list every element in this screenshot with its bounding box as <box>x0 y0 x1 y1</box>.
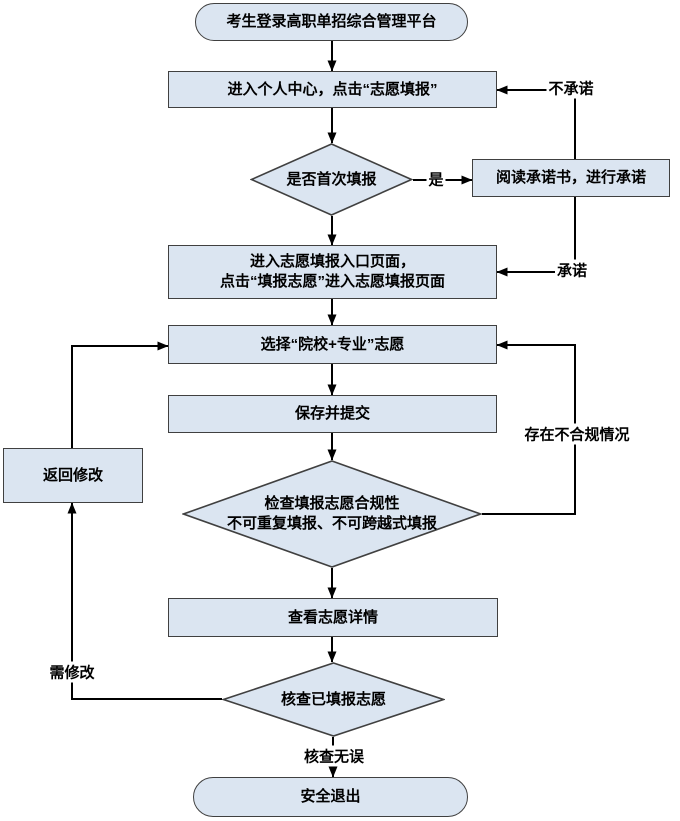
edge-label-yes: 是 <box>426 168 446 190</box>
node-entry-page: 进入志愿填报入口页面， 点击“填报志愿”进入志愿填报页面 <box>168 245 497 299</box>
diamond-shape-verify <box>222 662 445 737</box>
decision-verify-filled-label: 核查已填报志愿 <box>280 690 386 708</box>
decision-first-time-label: 是否首次填报 <box>286 170 377 188</box>
node-entry-page-label: 进入志愿填报入口页面， 点击“填报志愿”进入志愿填报页面 <box>219 253 445 290</box>
node-save-submit: 保存并提交 <box>168 395 497 433</box>
node-view-details: 查看志愿详情 <box>168 598 498 637</box>
node-personal-center: 进入个人中心，点击“志愿填报” <box>168 71 497 108</box>
decision-compliance-check: 检查填报志愿合规性 不可重复填报、不可跨越式填报 <box>182 460 482 568</box>
diamond-shape-first-time <box>250 143 413 216</box>
node-return-modify: 返回修改 <box>3 448 143 503</box>
edge-label-verified-ok: 核查无误 <box>301 745 367 767</box>
edge-label-noncompliant: 存在不合规情况 <box>522 423 632 445</box>
node-start: 考生登录高职单招综合管理平台 <box>195 3 468 41</box>
node-end: 安全退出 <box>193 777 468 817</box>
node-start-label: 考生登录高职单招综合管理平台 <box>226 13 437 30</box>
edge-label-commit: 承诺 <box>554 259 590 281</box>
decision-compliance-check-label: 检查填报志愿合规性 不可重复填报、不可跨越式填报 <box>226 495 437 532</box>
node-select-preference: 选择“院校+专业”志愿 <box>168 325 497 364</box>
node-save-submit-label: 保存并提交 <box>294 405 370 422</box>
node-read-commitment-label: 阅读承诺书，进行承诺 <box>495 169 646 186</box>
node-personal-center-label: 进入个人中心，点击“志愿填报” <box>227 80 438 98</box>
node-end-label: 安全退出 <box>300 788 361 805</box>
diamond-shape-compliance <box>182 460 482 568</box>
node-select-preference-label: 选择“院校+专业”志愿 <box>260 335 405 353</box>
edge-label-need-modify: 需修改 <box>47 661 97 683</box>
edge-label-not-commit: 不承诺 <box>546 77 596 99</box>
connector-not-commit-back-to-personal-center <box>496 85 576 159</box>
node-return-modify-label: 返回修改 <box>42 466 103 484</box>
connector-return-modify-to-select <box>71 341 169 448</box>
node-read-commitment: 阅读承诺书，进行承诺 <box>472 159 670 197</box>
decision-first-time: 是否首次填报 <box>250 143 413 216</box>
connector-need-modify-to-return-modify <box>67 502 222 700</box>
decision-verify-filled: 核查已填报志愿 <box>222 662 445 737</box>
node-view-details-label: 查看志愿详情 <box>287 608 378 626</box>
